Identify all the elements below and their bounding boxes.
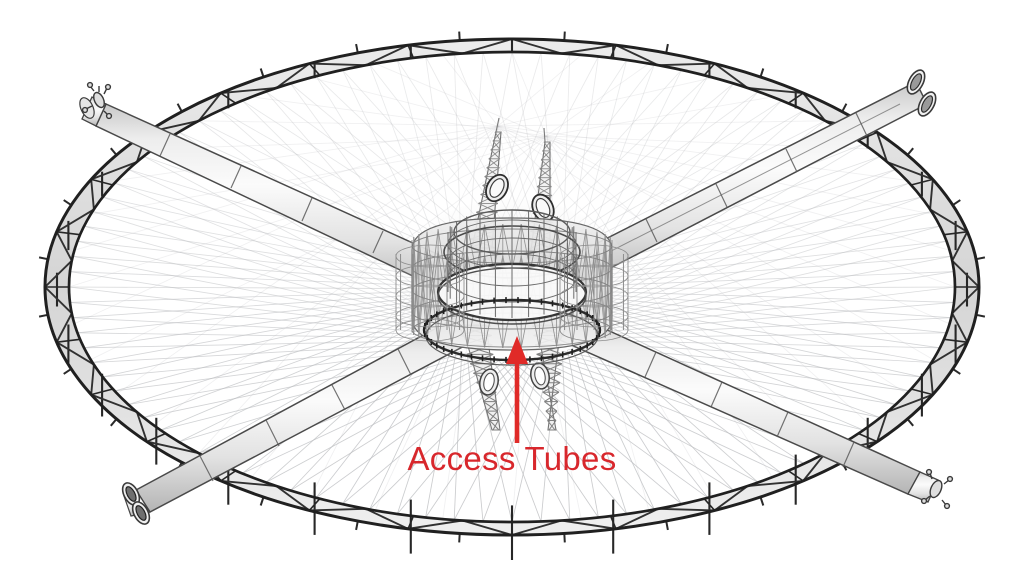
outer-rim-truss [38, 31, 986, 560]
lattice-cone-right [530, 324, 567, 431]
twin-tube-end-lower-left [121, 482, 151, 525]
docking-port-lower-right [920, 468, 954, 510]
docking-port-upper-left [81, 81, 113, 120]
spoke-tubes [79, 69, 954, 525]
access-tubes-arrow [506, 336, 528, 443]
spoke-tube-lower-left [121, 316, 469, 525]
central-hub-drum [392, 117, 632, 431]
twin-tube-end-upper-right [906, 69, 937, 117]
